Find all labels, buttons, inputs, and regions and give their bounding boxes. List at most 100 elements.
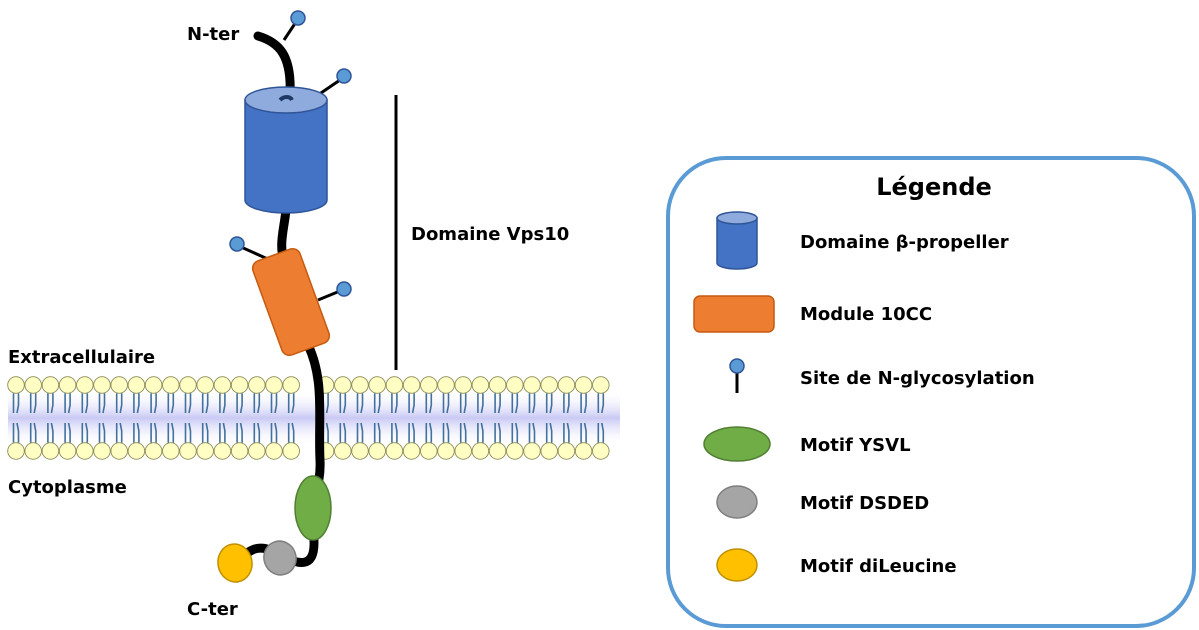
lipid-tail [532,393,536,414]
lipid-head [471,376,490,394]
lipid-tail [274,422,278,443]
lipid-head [196,442,214,460]
lipid-tail [119,422,123,443]
lipid-tail [360,393,364,414]
legend-frame [666,156,1196,628]
lipid-head [127,442,146,460]
lipid-head [93,442,111,460]
lipid-head [437,442,455,460]
legend-swatch-ellipse-grey [716,485,758,519]
lipid-tail [16,422,20,443]
lipid-tail [85,422,89,443]
membrane [7,376,620,460]
lipid-head [110,376,128,394]
lipid-tail [257,422,261,443]
lipid-tail [583,422,587,443]
lipid-tail [50,393,54,414]
lipid-head [282,376,300,394]
legend-label: Motif YSVL [800,435,911,456]
lipid-tail [222,393,226,414]
legend-item-n-glycosylation: Site de N-glycosylation [729,358,1035,393]
lipid-tail [136,422,140,443]
lipid-tail [566,422,570,443]
cytoplasm-label: Cytoplasme [8,477,127,498]
lipid-head [24,442,42,460]
lipid-head [402,442,421,460]
n-terminus-label: N-ter [187,24,239,45]
lipid-tail [377,422,381,443]
lipid-head [488,376,507,394]
lipid-head [144,442,163,460]
legend-item-motif-ysvl: Motif YSVL [703,426,911,462]
lipid-head [144,376,163,394]
lipid-head [557,376,576,394]
glycosylation-site [317,68,352,97]
lipid-head [592,442,610,460]
lipid-tail [411,393,415,414]
lipid-tail [257,393,261,414]
legend: Légende Domaine β-propeller Module 10CC … [666,156,1196,628]
lipid-head [7,442,25,460]
lipid-tail [497,393,501,414]
lipid-tail [205,422,209,443]
lipid-tail [429,393,433,414]
lipid-head [402,376,421,394]
lipid-head [58,376,77,394]
lipid-head [574,442,593,460]
module-10cc [251,247,331,357]
lipid-tail [343,422,347,443]
lipid-head [471,442,490,460]
lipid-tail [67,422,71,443]
lipid-head [282,442,300,460]
lipid-head [454,442,472,460]
lipid-head [523,442,541,460]
glycosylation-site-head [336,68,352,84]
lipid-head [420,376,438,394]
lipid-tail [102,422,106,443]
lipid-tail [239,422,243,443]
lipid-tail [85,393,89,414]
lipid-tail [601,393,605,414]
legend-swatch-cylinder [716,211,758,270]
lipid-head [76,442,94,460]
lipid-tail [274,393,278,414]
lipid-tail [566,393,570,414]
lipid-head [41,442,60,460]
lipid-head [230,442,249,460]
lipid-tail [153,393,157,414]
lipid-tail [583,393,587,414]
backbone-nterm-segment [253,31,295,100]
lipid-head [488,442,507,460]
lipid-head [506,442,524,460]
beta-propeller-entry [278,95,294,102]
lipid-tail [394,422,398,443]
lipid-tail [239,393,243,414]
lipid-tail [515,422,519,443]
lipid-head [420,442,438,460]
lipid-head [179,442,197,460]
lipid-tail [67,393,71,414]
legend-title: Légende [876,173,992,201]
glycosylation-site [317,281,352,302]
legend-label: Motif diLeucine [800,556,957,577]
lipid-head [523,376,541,394]
lipid-head [574,376,593,394]
lipid-head [248,376,266,394]
lipid-head [24,376,42,394]
beta-propeller-top [244,86,328,114]
lipid-tail [291,422,295,443]
legend-swatch-rounded-rect [693,295,775,333]
lipid-tail [549,422,553,443]
lipid-head [351,376,369,394]
lipid-tail [205,393,209,414]
lipid-head [7,376,25,394]
lipid-head [540,376,558,394]
lipid-head [334,442,352,460]
lipid-tail [291,393,295,414]
lipid-tail [102,393,106,414]
lipid-head [58,442,77,460]
legend-label: Domaine β-propeller [800,232,1009,253]
c-terminus-label: C-ter [187,599,238,620]
lipid-head [93,376,111,394]
